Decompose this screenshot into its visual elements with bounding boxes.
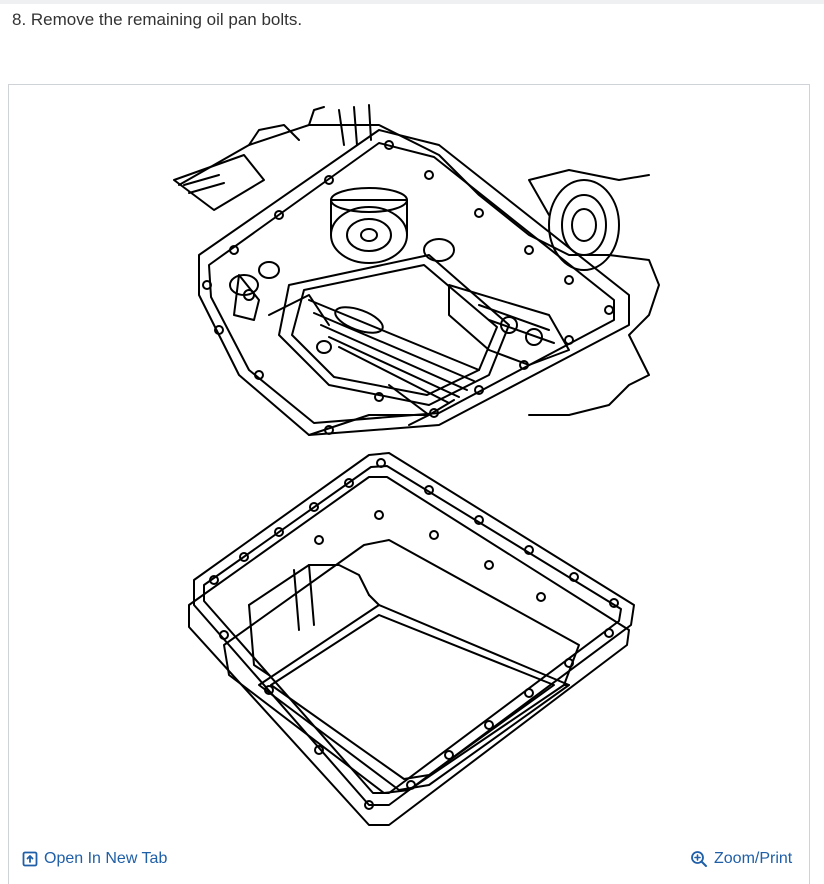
open-in-new-tab-label: Open In New Tab [44,850,168,867]
zoom-print-label: Zoom/Print [714,850,793,867]
open-in-new-tab-icon [22,851,38,867]
top-divider [0,0,824,4]
zoom-print-link[interactable]: Zoom/Print [690,850,792,868]
oil-pan-illustration [173,104,660,826]
figure-footer [9,846,809,866]
open-in-new-tab-link[interactable]: Open In New Tab [22,850,167,868]
figure-frame [8,84,810,884]
step-instruction: 8. Remove the remaining oil pan bolts. [12,10,303,29]
zoom-in-icon [691,851,707,867]
